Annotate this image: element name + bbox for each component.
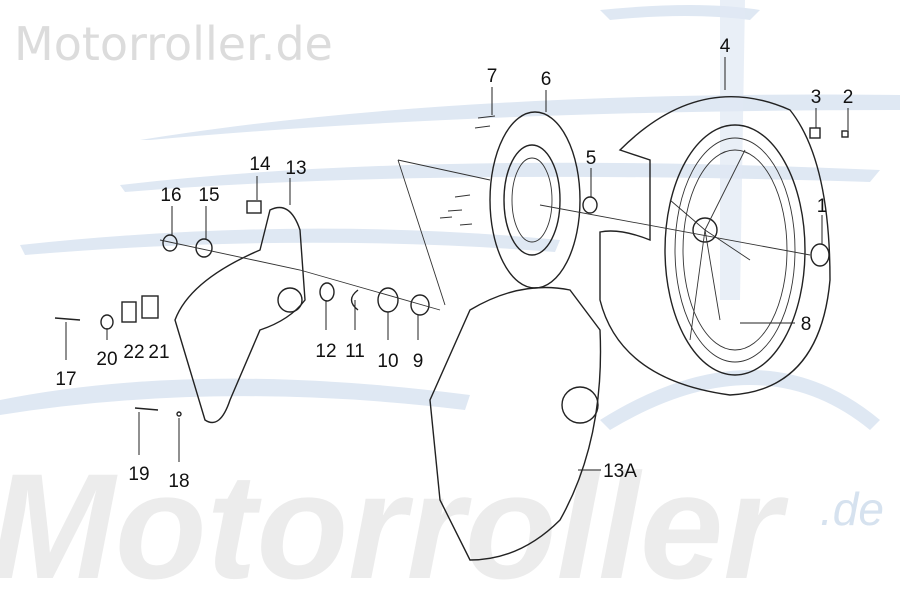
label-20: 20 <box>96 349 117 370</box>
part-number-labels: 1 2 3 4 5 6 7 8 9 10 11 12 13 14 15 16 1… <box>55 36 853 492</box>
label-14: 14 <box>249 154 271 175</box>
label-15: 15 <box>198 185 219 206</box>
label-18: 18 <box>168 471 189 492</box>
label-13a: 13A <box>603 461 637 482</box>
watermark-bottom: Motorroller <box>0 442 789 610</box>
label-8: 8 <box>801 314 812 335</box>
label-3: 3 <box>811 87 822 108</box>
assembly-lines <box>159 159 811 311</box>
label-22: 22 <box>123 342 144 363</box>
label-5: 5 <box>586 148 597 169</box>
gear-housing <box>429 286 602 561</box>
label-13: 13 <box>285 158 306 179</box>
watermark-suffix: .de <box>820 483 884 535</box>
brake-disc <box>489 111 581 289</box>
label-10: 10 <box>377 351 398 372</box>
label-12: 12 <box>315 341 336 362</box>
label-11: 11 <box>345 341 365 362</box>
rear-wheel-tire <box>599 95 831 396</box>
label-7: 7 <box>487 66 498 87</box>
label-6: 6 <box>541 69 552 90</box>
leader-lines <box>65 57 849 471</box>
label-2: 2 <box>843 87 854 108</box>
label-4: 4 <box>720 36 731 57</box>
label-16: 16 <box>160 185 181 206</box>
watermark-top: Motorroller.de <box>14 17 333 71</box>
label-9: 9 <box>413 351 424 372</box>
label-21: 21 <box>148 342 169 363</box>
small-parts <box>54 115 849 417</box>
swing-arm <box>174 206 306 424</box>
label-19: 19 <box>128 464 149 485</box>
label-1: 1 <box>817 196 828 217</box>
label-17: 17 <box>55 369 76 390</box>
